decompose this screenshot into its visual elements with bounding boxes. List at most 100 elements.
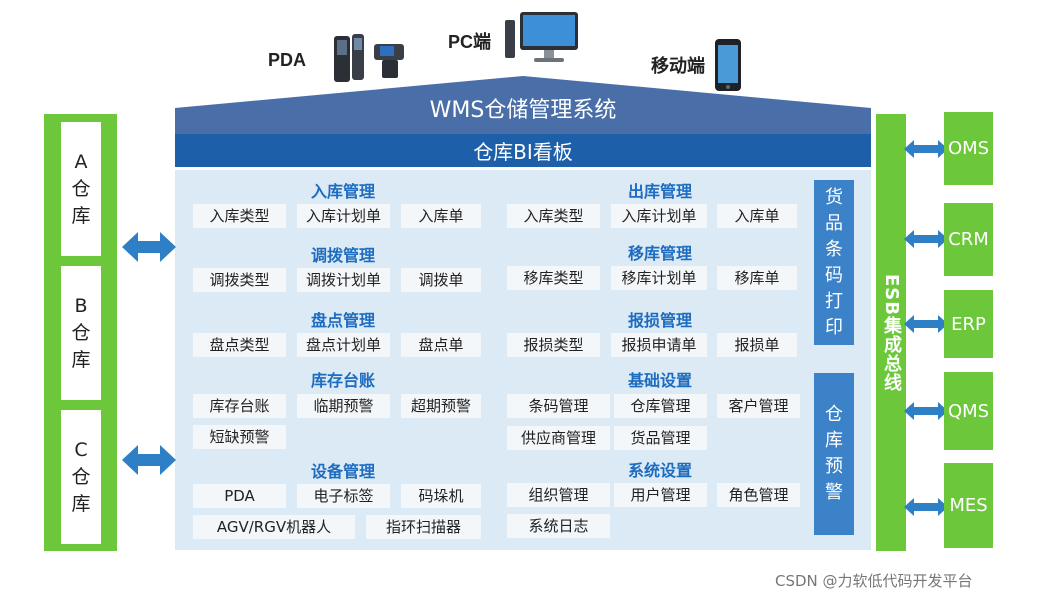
module-item[interactable]: 入库类型	[507, 204, 600, 228]
section-title-damage: 报损管理	[627, 311, 692, 330]
module-item[interactable]: 入库单	[401, 204, 481, 228]
double-arrow-icon	[904, 315, 948, 333]
module-item[interactable]: 报损单	[717, 333, 797, 357]
barcode-print-char: 印	[825, 316, 843, 338]
warehouse-a-char: 仓	[71, 177, 91, 200]
warehouse-b[interactable]: B 仓 库	[61, 266, 101, 400]
watermark: CSDN @力软低代码开发平台	[775, 572, 973, 590]
barcode-print-char: 码	[825, 264, 843, 286]
module-item[interactable]: 盘点类型	[193, 333, 286, 357]
bi-board-bar[interactable]: 仓库BI看板	[175, 134, 871, 167]
warehouse-b-char: 库	[71, 348, 91, 371]
module-item[interactable]: 超期预警	[401, 394, 481, 418]
module-item[interactable]: 入库单	[717, 204, 797, 228]
module-item[interactable]: 码垛机	[401, 484, 481, 508]
pda-icon	[334, 34, 404, 82]
warehouse-alert-char: 警	[825, 482, 843, 503]
module-item[interactable]: 调拨计划单	[297, 268, 390, 292]
system-title: WMS仓储管理系统	[429, 98, 617, 123]
double-arrow-icon	[122, 445, 176, 475]
double-arrow-icon	[904, 498, 948, 516]
pda-label: PDA	[268, 50, 307, 70]
smartphone-icon	[715, 39, 741, 91]
module-item[interactable]: 入库类型	[193, 204, 286, 228]
system-label: CRM	[948, 229, 989, 250]
module-item[interactable]: 短缺预警	[193, 425, 286, 449]
system-erp[interactable]: ERP	[944, 290, 993, 358]
barcode-print-panel[interactable]: 货 品 条 码 打 印	[814, 180, 854, 345]
module-item[interactable]: PDA	[193, 484, 286, 508]
system-label: QMS	[947, 400, 990, 422]
module-item[interactable]: 入库计划单	[297, 204, 390, 228]
monitor-icon	[505, 12, 578, 62]
double-arrow-icon	[904, 230, 948, 248]
section-title-outbound: 出库管理	[627, 182, 692, 201]
esb-label: ESB集成总线	[881, 273, 902, 392]
system-oms[interactable]: OMS	[944, 112, 993, 185]
double-arrow-icon	[904, 140, 948, 158]
pda-device-group: PDA	[268, 30, 428, 90]
module-item[interactable]: 电子标签	[297, 484, 390, 508]
double-arrow-icon	[122, 232, 176, 262]
module-item[interactable]: 货品管理	[614, 426, 707, 450]
system-label: OMS	[947, 138, 990, 159]
mobile-device-group: 移动端	[651, 38, 761, 98]
module-item[interactable]: 临期预警	[297, 394, 390, 418]
module-item[interactable]: 指环扫描器	[366, 515, 481, 539]
bi-board-label: 仓库BI看板	[473, 140, 573, 164]
warehouse-alert-char: 仓	[825, 404, 843, 425]
section-title-stocktake: 盘点管理	[310, 311, 375, 330]
section-title-transfer: 调拨管理	[310, 246, 375, 265]
module-item[interactable]: 条码管理	[507, 394, 610, 418]
warehouse-c[interactable]: C 仓 库	[61, 410, 101, 544]
warehouse-alert-char: 预	[825, 456, 843, 477]
warehouse-b-char: 仓	[71, 321, 91, 344]
section-title-system: 系统设置	[627, 461, 692, 480]
module-item[interactable]: AGV/RGV机器人	[193, 515, 355, 539]
module-item[interactable]: 盘点计划单	[297, 333, 390, 357]
system-mes[interactable]: MES	[944, 463, 993, 548]
module-item[interactable]: 入库计划单	[611, 204, 707, 228]
warehouse-a-char: A	[74, 150, 88, 173]
pc-label: PC端	[448, 32, 492, 52]
module-item[interactable]: 组织管理	[507, 483, 610, 507]
barcode-print-char: 货	[825, 186, 843, 208]
module-item[interactable]: 供应商管理	[507, 426, 610, 450]
section-title-equipment: 设备管理	[310, 462, 375, 481]
module-item[interactable]: 库存台账	[193, 394, 286, 418]
warehouse-c-char: 库	[71, 492, 91, 515]
module-item[interactable]: 报损类型	[507, 333, 600, 357]
section-title-inbound: 入库管理	[310, 182, 375, 201]
system-label: MES	[949, 495, 988, 516]
warehouse-a-char: 库	[71, 204, 91, 227]
warehouse-alert-char: 库	[825, 430, 843, 451]
system-qms[interactable]: QMS	[944, 372, 993, 450]
section-title-basic: 基础设置	[627, 371, 692, 390]
module-item[interactable]: 移库类型	[507, 266, 600, 290]
system-crm[interactable]: CRM	[944, 203, 993, 276]
module-item[interactable]: 移库计划单	[611, 266, 707, 290]
module-item[interactable]: 调拨类型	[193, 268, 286, 292]
warehouse-alert-panel[interactable]: 仓 库 预 警	[814, 373, 854, 535]
module-item[interactable]: 仓库管理	[614, 394, 707, 418]
module-item[interactable]: 盘点单	[401, 333, 481, 357]
warehouse-a[interactable]: A 仓 库	[61, 122, 101, 256]
double-arrow-icon	[904, 402, 948, 420]
system-label: ERP	[951, 313, 986, 335]
module-item[interactable]: 调拨单	[401, 268, 481, 292]
mobile-label: 移动端	[651, 56, 705, 76]
module-item[interactable]: 报损申请单	[611, 333, 707, 357]
barcode-print-char: 品	[825, 212, 843, 234]
module-item[interactable]: 系统日志	[507, 514, 610, 538]
pc-device-group: PC端	[448, 10, 588, 70]
module-item[interactable]: 移库单	[717, 266, 797, 290]
esb-bus[interactable]: ESB集成总线	[876, 114, 906, 551]
section-title-move: 移库管理	[627, 244, 692, 263]
warehouse-c-char: 仓	[71, 465, 91, 488]
module-item[interactable]: 用户管理	[614, 483, 707, 507]
warehouse-c-char: C	[74, 438, 88, 461]
barcode-print-char: 打	[825, 290, 843, 312]
module-item[interactable]: 角色管理	[717, 483, 800, 507]
module-item[interactable]: 客户管理	[717, 394, 800, 418]
system-roof	[175, 76, 871, 134]
